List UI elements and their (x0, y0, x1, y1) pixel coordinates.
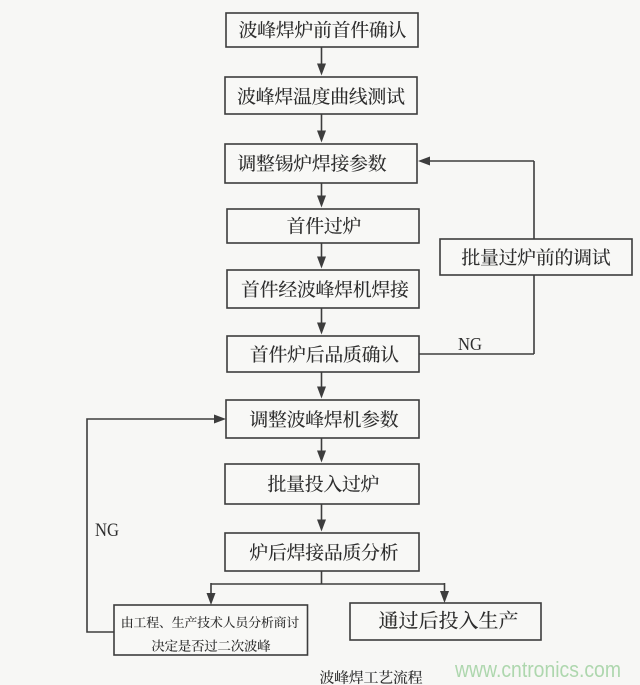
svg-text:NG: NG (458, 334, 482, 354)
svg-text:www.cntronics.com: www.cntronics.com (454, 657, 621, 682)
svg-text:NG: NG (95, 520, 119, 541)
